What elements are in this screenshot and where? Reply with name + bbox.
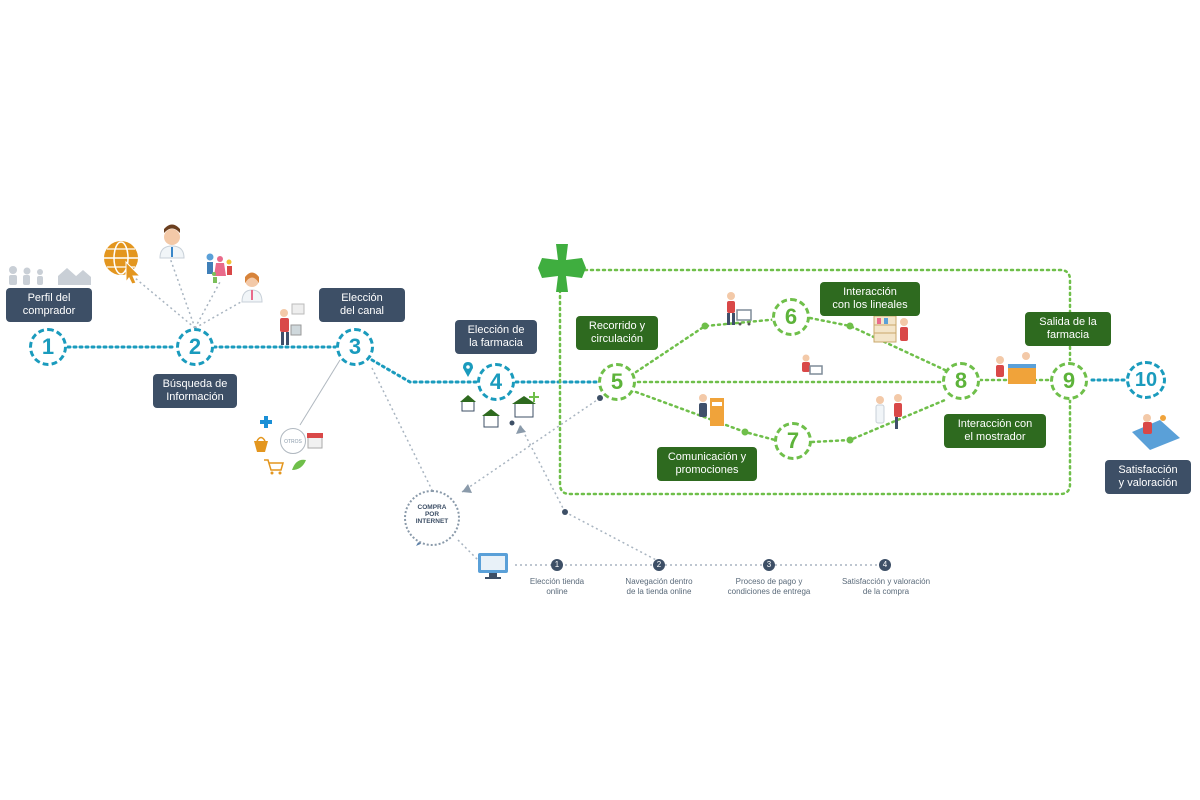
pharmacist-icon xyxy=(241,272,263,303)
store-icon xyxy=(460,392,539,428)
shopper-cart-icon xyxy=(727,292,752,326)
medical-cross-icon xyxy=(260,416,272,428)
step-8-circle: 8 xyxy=(942,362,980,400)
counter-staff-icon xyxy=(875,394,902,429)
shopper-center-icon xyxy=(802,354,823,375)
arrow-to-compra xyxy=(462,484,472,493)
step-2-circle: 2 xyxy=(176,328,214,366)
family-icon xyxy=(206,253,232,283)
basket-icon xyxy=(254,436,268,452)
step-10-label: Satisfacción y valoración xyxy=(1105,460,1191,494)
step-6-label: Interacción con los lineales xyxy=(820,282,920,316)
counter-icon xyxy=(996,352,1036,384)
step-4-label: Elección de la farmacia xyxy=(455,320,537,354)
promo-stand-icon xyxy=(699,394,724,426)
computer-icon xyxy=(478,553,508,579)
step-1-label: Perfil del comprador xyxy=(6,288,92,322)
shopper-icon xyxy=(280,303,305,345)
location-pin-icon xyxy=(463,362,473,377)
step-8-label: Interacción con el mostrador xyxy=(944,414,1046,448)
online-step-3-dot: 3 xyxy=(763,559,775,571)
step-9-label: Salida de la farmacia xyxy=(1025,312,1111,346)
online-step-3-label: Proceso de pago y condiciones de entrega xyxy=(727,577,811,596)
step-5-label: Recorrido y circulación xyxy=(576,316,658,350)
shelf-icon xyxy=(873,315,908,343)
people-icon xyxy=(9,266,91,285)
main-path xyxy=(66,345,1128,384)
online-step-2-dot: 2 xyxy=(653,559,665,571)
pharmacy-loop xyxy=(558,268,1072,496)
arrow-to-stores xyxy=(516,425,526,434)
cart-icon xyxy=(264,459,284,475)
step-7-label: Comunicación y promociones xyxy=(657,447,757,481)
compra-internet-circle: COMPRA POR INTERNET xyxy=(404,490,460,546)
grey-connectors xyxy=(134,257,661,563)
otros-circle: OTROS xyxy=(280,428,306,454)
dot-online xyxy=(562,509,568,515)
step-7-circle: 7 xyxy=(774,422,812,460)
online-step-4-dot: 4 xyxy=(879,559,891,571)
step-9-circle: 9 xyxy=(1050,362,1088,400)
step-5-circle: 5 xyxy=(598,363,636,401)
otros-connector xyxy=(299,359,341,426)
online-step-4-label: Satisfacción y valoración de la compra xyxy=(841,577,931,596)
globe-icon xyxy=(104,241,142,285)
step-3-circle: 3 xyxy=(336,328,374,366)
step-1-circle: 1 xyxy=(29,328,67,366)
dot-stores xyxy=(509,420,515,426)
step-3-label: Elección del canal xyxy=(319,288,405,322)
doctor-icon xyxy=(159,224,185,259)
step-10-circle: 10 xyxy=(1126,361,1166,399)
leaf-icon xyxy=(292,459,306,470)
loop-dots xyxy=(701,322,854,444)
store-small-icon xyxy=(307,433,323,449)
step-2-label: Búsqueda de Información xyxy=(153,374,237,408)
pharmacy-cross-icon xyxy=(538,244,586,292)
online-step-1-dot: 1 xyxy=(551,559,563,571)
dot-5 xyxy=(597,395,603,401)
online-step-1-label: Elección tienda online xyxy=(529,577,585,596)
step-4-circle: 4 xyxy=(477,363,515,401)
review-icon xyxy=(1132,414,1180,450)
online-step-2-label: Navegación dentro de la tienda online xyxy=(625,577,693,596)
step-6-circle: 6 xyxy=(772,298,810,336)
